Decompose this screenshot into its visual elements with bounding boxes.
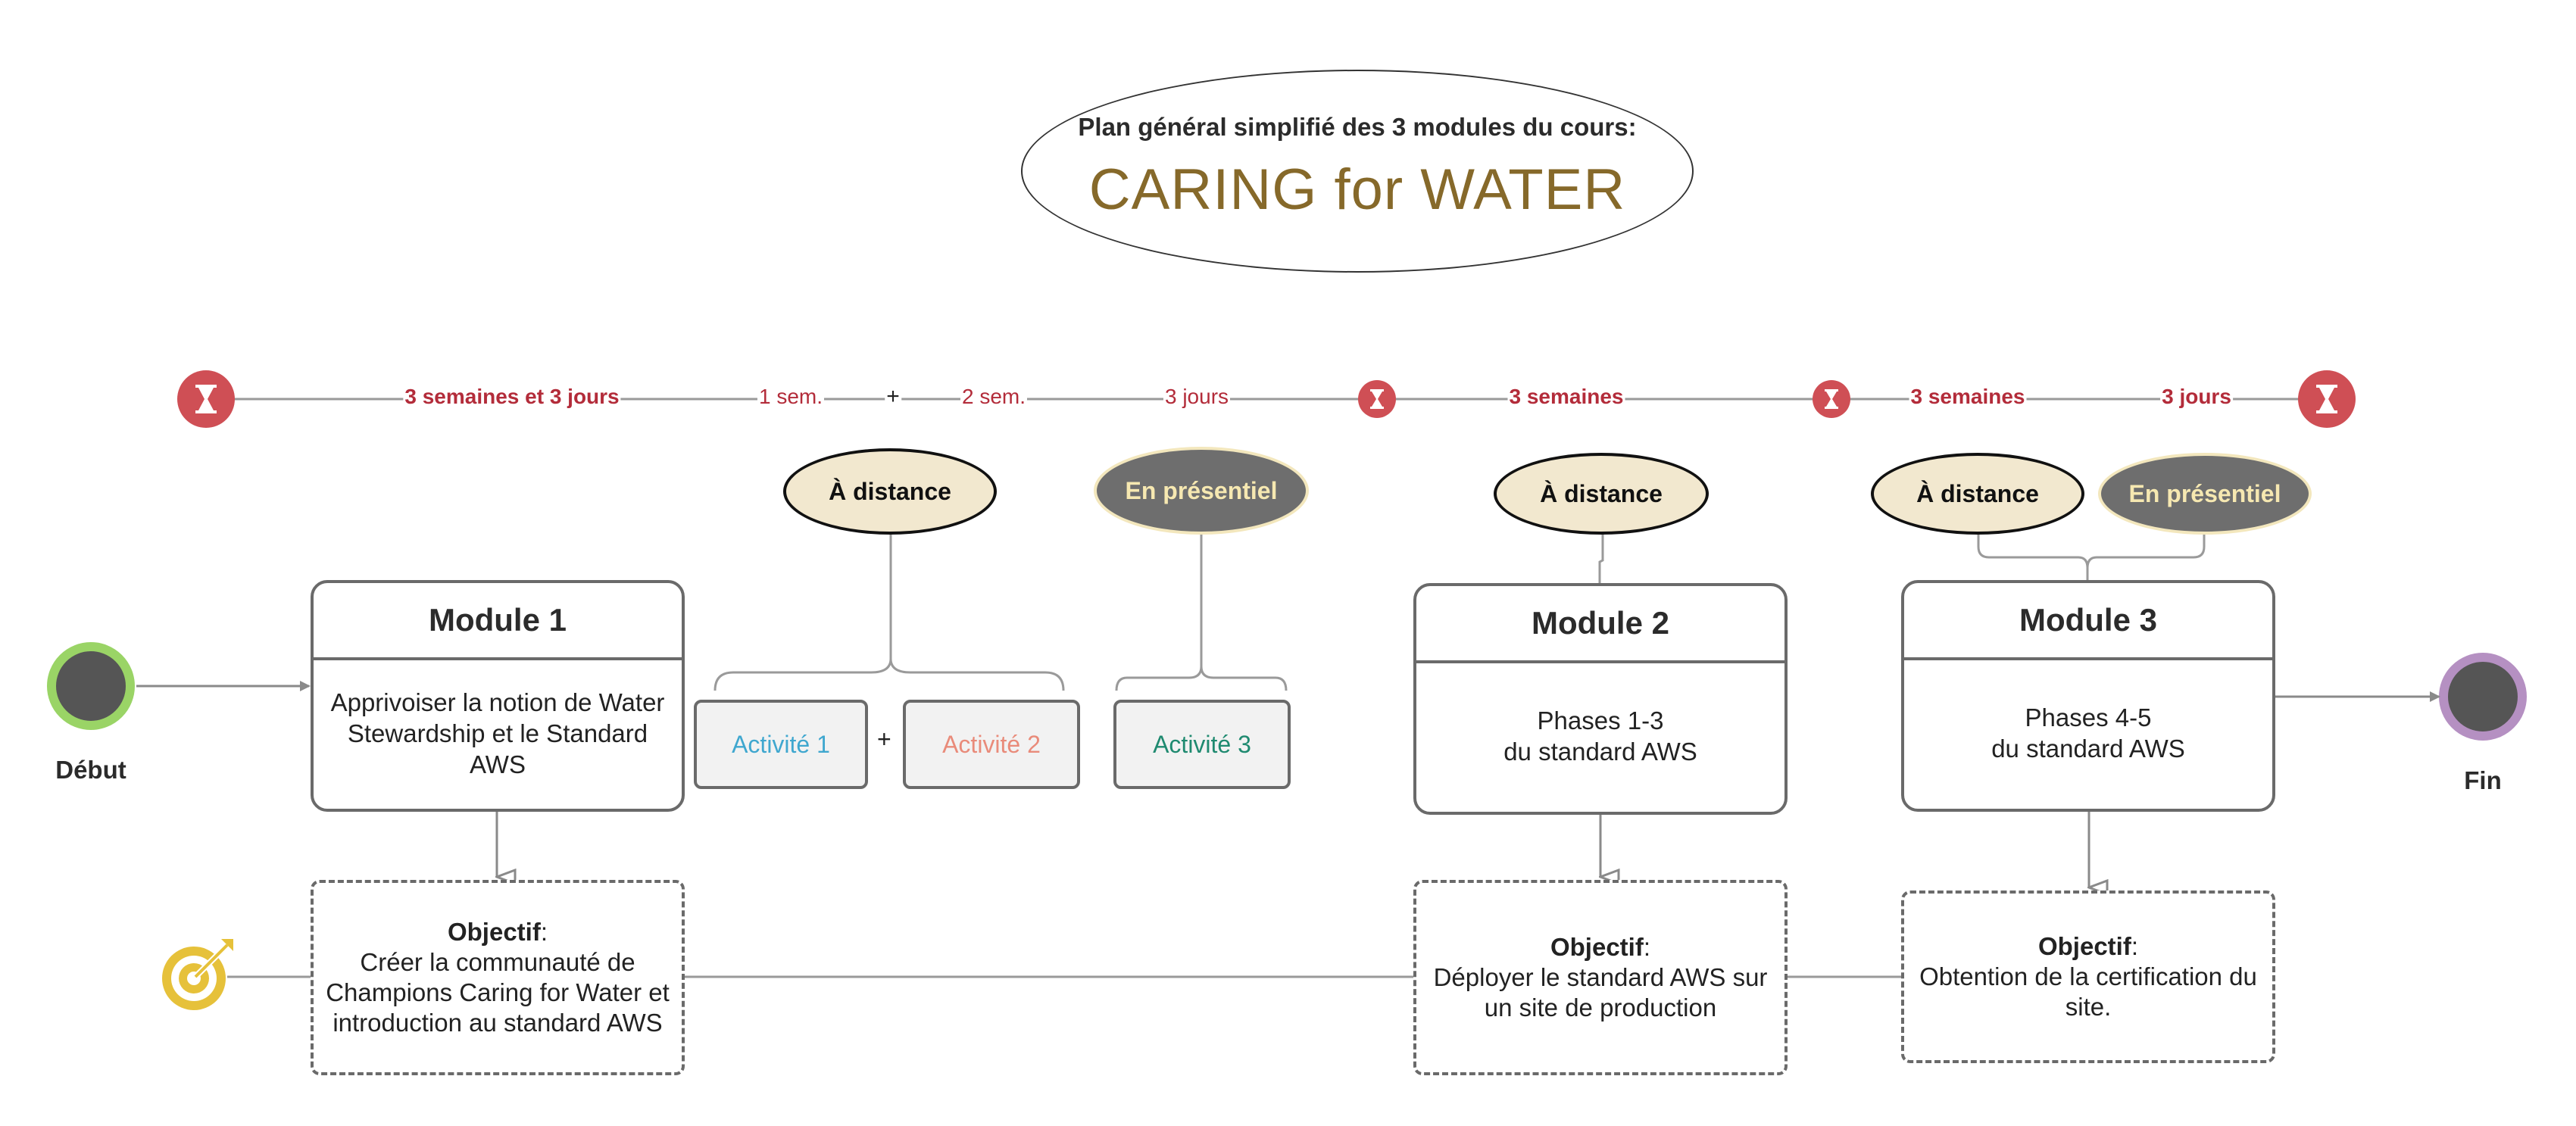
- hourglass-icon: [1813, 380, 1850, 418]
- activity-plus: +: [877, 725, 891, 753]
- module2-mode-connector: [1598, 534, 1604, 585]
- end-label: Fin: [2464, 766, 2502, 794]
- end-node: [2439, 653, 2527, 741]
- activity-12-bracket: [713, 534, 1065, 691]
- module3-mode-bracket: [1977, 534, 2206, 583]
- module-2-title: Module 2: [1416, 586, 1784, 663]
- activity-3-box: Activité 3: [1113, 700, 1291, 789]
- objective-3-text: Obtention de la certification du site.: [1919, 962, 2257, 1021]
- activity-2-box: Activité 2: [903, 700, 1080, 789]
- mode-onsite-module3: En présentiel: [2098, 453, 2312, 535]
- module-3-description: Phases 4-5 du standard AWS: [1991, 703, 2185, 763]
- objective-3-colon: :: [2131, 932, 2139, 960]
- timeline-label-module3-onsite: 3 jours: [2160, 385, 2233, 409]
- title-oval: Plan général simplifié des 3 modules du …: [1021, 70, 1694, 273]
- timeline-plus: +: [885, 384, 901, 410]
- objective-1-text: Créer la communauté de Champions Caring …: [326, 948, 670, 1037]
- objective-2-label: Objectif: [1550, 933, 1644, 961]
- module-1-card: Module 1 Apprivoiser la notion de Water …: [311, 580, 685, 812]
- timeline-label-2-weeks: 2 sem.: [960, 385, 1028, 409]
- activity-3-bracket: [1115, 534, 1288, 691]
- objective-2-text: Déployer le standard AWS sur un site de …: [1433, 963, 1768, 1022]
- module-1-description: Apprivoiser la notion de Water Stewardsh…: [330, 688, 665, 778]
- objective-3-box: Objectif: Obtention de la certification …: [1901, 891, 2275, 1063]
- title-main: CARING for WATER: [1088, 157, 1626, 222]
- module-2-card: Module 2 Phases 1-3 du standard AWS: [1413, 583, 1788, 815]
- timeline-label-3-days: 3 jours: [1163, 385, 1231, 409]
- timeline-label-module3-remote: 3 semaines: [1909, 385, 2027, 409]
- objective-1-colon: :: [540, 918, 548, 946]
- activity-1-box: Activité 1: [694, 700, 868, 789]
- objective-2-box: Objectif: Déployer le standard AWS sur u…: [1413, 880, 1788, 1075]
- objective-1-label: Objectif: [447, 918, 541, 946]
- objective-2-colon: :: [1643, 933, 1651, 961]
- hourglass-icon: [1358, 380, 1396, 418]
- module-3-card: Module 3 Phases 4-5 du standard AWS: [1901, 580, 2275, 812]
- mode-onsite-module1: En présentiel: [1094, 447, 1309, 535]
- timeline-label-module1-total: 3 semaines et 3 jours: [403, 385, 621, 409]
- timeline-label-1-week: 1 sem.: [757, 385, 825, 409]
- start-node: [47, 642, 135, 730]
- objective-1-box: Objectif: Créer la communauté de Champio…: [311, 880, 685, 1075]
- module-2-description: Phases 1-3 du standard AWS: [1503, 706, 1697, 766]
- timeline-label-module2: 3 semaines: [1507, 385, 1625, 409]
- hourglass-icon: [2298, 370, 2356, 428]
- module-3-title: Module 3: [1904, 583, 2272, 660]
- objective-3-label: Objectif: [2037, 932, 2131, 960]
- target-icon: [162, 939, 233, 1010]
- mode-remote-module2: À distance: [1494, 453, 1709, 535]
- hourglass-icon: [177, 370, 235, 428]
- module-1-title: Module 1: [314, 583, 682, 660]
- mode-remote-module3: À distance: [1871, 453, 2084, 535]
- title-subtitle: Plan général simplifié des 3 modules du …: [1078, 112, 1637, 141]
- start-label: Début: [55, 756, 126, 784]
- mode-remote-module1: À distance: [783, 448, 997, 535]
